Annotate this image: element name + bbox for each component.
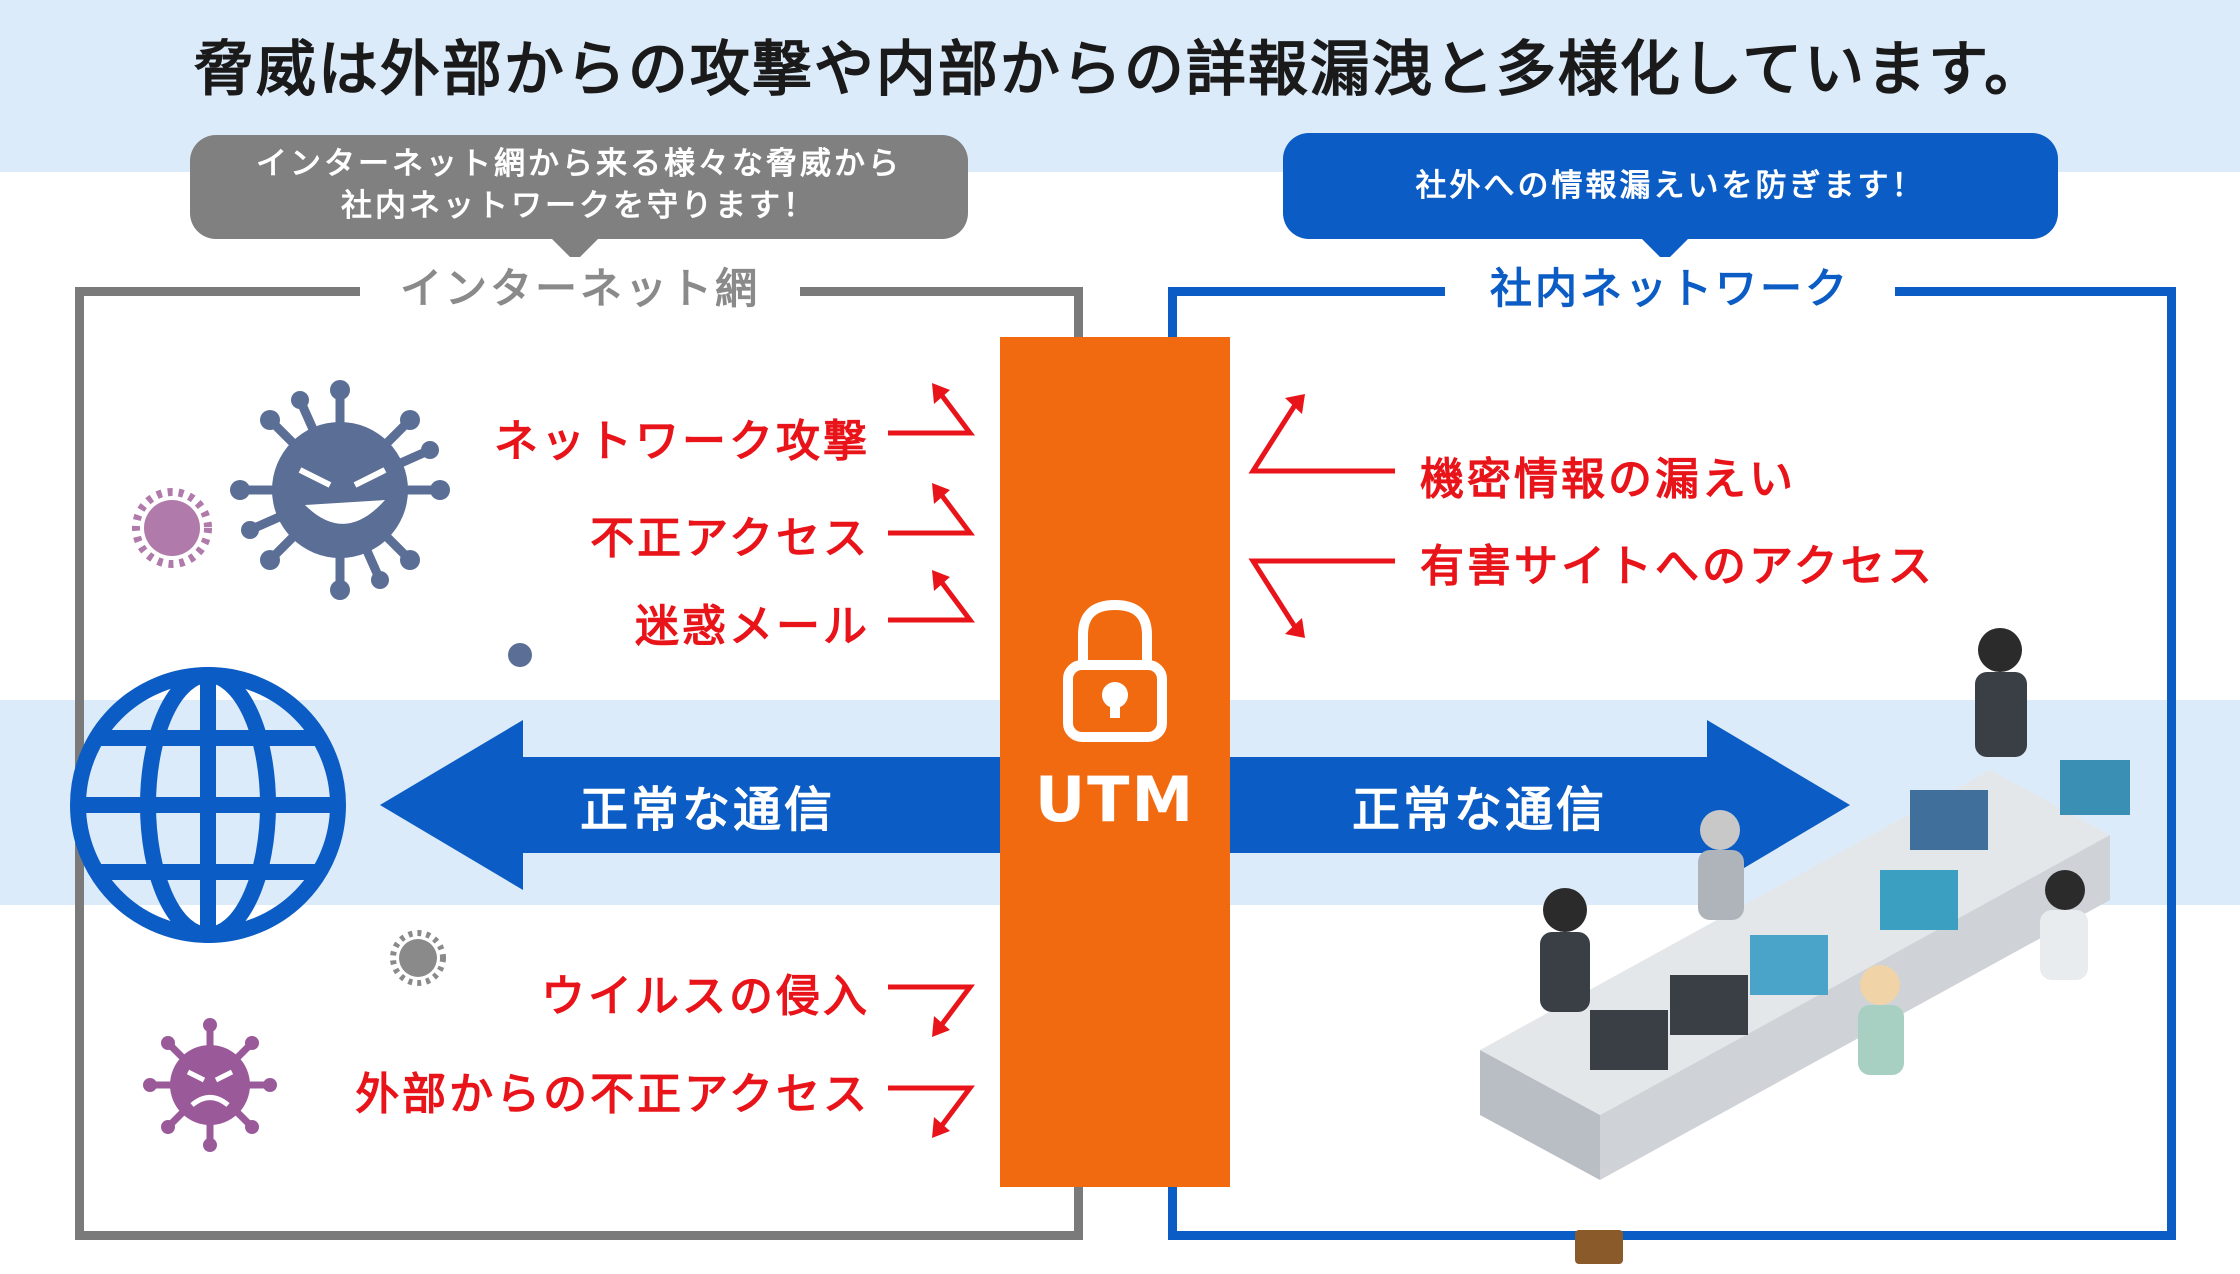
virus-icon [390,930,446,986]
normal-traffic-label: 正常な通信 [1352,782,1608,838]
threat-label: 機密情報の漏えい [1420,454,1796,505]
globe-icon [70,667,346,943]
threat-label: 有害サイトへのアクセス [1420,541,1935,592]
internet-callout: インターネット網から来る様々な脅威から 社内ネットワークを守ります！ [190,135,968,239]
internet-callout-tail [550,237,600,262]
internet-callout-line2: 社内ネットワークを守ります！ [341,188,817,224]
outbound-arrowheads [1285,394,1305,638]
virus-icon [132,488,212,568]
utm-label: UTM [1034,763,1196,836]
lock-icon [1063,599,1167,742]
outbound-arrows [1248,403,1395,629]
office-illustration [1480,628,2130,1264]
threat-label: ウイルスの侵入 [541,971,870,1022]
threat-label: 不正アクセス [590,513,870,564]
utm-gateway [1000,337,1230,1187]
threat-label: 迷惑メール [635,601,870,652]
threat-label: ネットワーク攻撃 [494,416,870,467]
virus-icon [143,1018,277,1152]
flow-arrow-right [1230,720,1850,890]
intranet-callout: 社外への情報漏えいを防ぎます！ [1283,133,2058,239]
headline: 脅威は外部からの攻撃や内部からの詳報漏洩と多様化しています。 [193,35,2047,105]
threat-label: 外部からの不正アクセス [355,1069,870,1120]
inbound-arrows [888,391,975,1130]
internet-callout-line1: インターネット網から来る様々な脅威から [256,146,902,182]
intranet-callout-tail [1640,237,1690,262]
flow-arrow-left [380,720,1000,890]
internet-title: インターネット網 [360,257,800,321]
intranet-title: 社内ネットワーク [1445,257,1895,321]
decorative-dot [508,643,532,667]
normal-traffic-label: 正常な通信 [580,782,836,838]
virus-icon [230,380,450,600]
inbound-arrowheads [932,383,950,1138]
